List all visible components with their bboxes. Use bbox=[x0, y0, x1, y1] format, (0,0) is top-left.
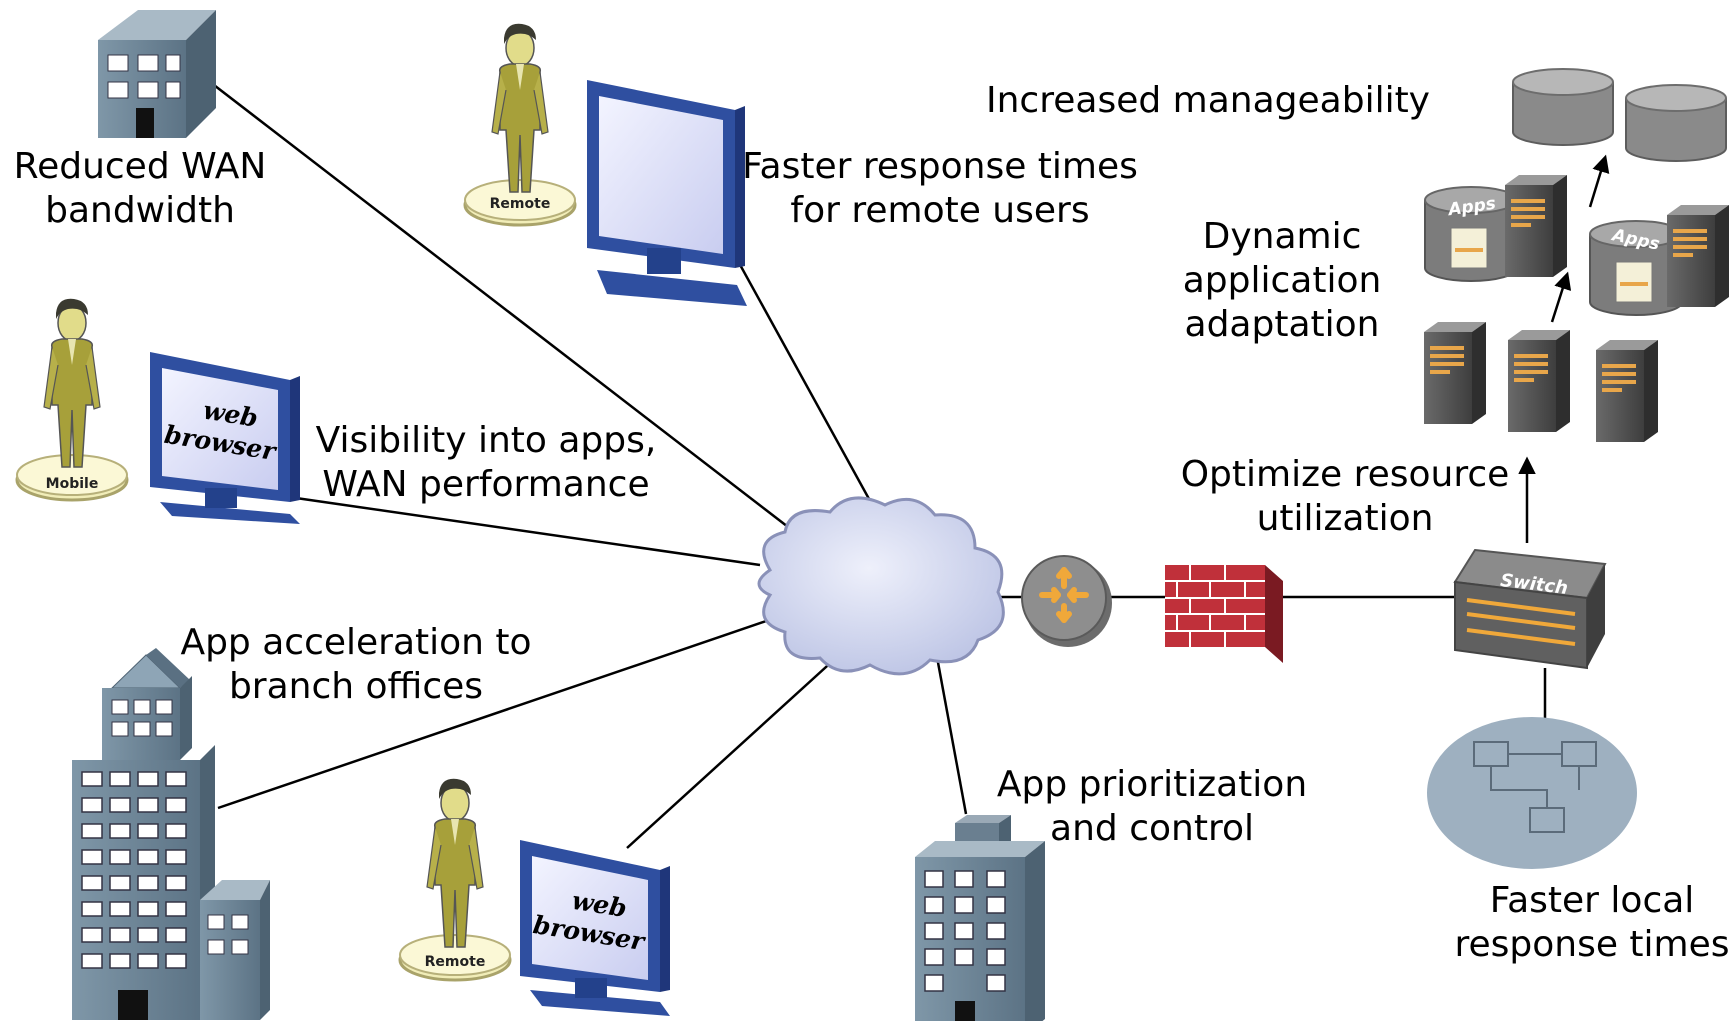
local-network-icon bbox=[1427, 717, 1637, 869]
server-icon-1 bbox=[1424, 322, 1486, 424]
label-app-prioritization-line2: and control bbox=[1050, 808, 1254, 849]
connection-lines bbox=[209, 81, 1610, 849]
switch-icon bbox=[1453, 548, 1607, 670]
label-app-acceleration-line1: App acceleration to bbox=[180, 622, 531, 663]
remote-user-bottom-icon bbox=[398, 777, 512, 982]
label-app-acceleration-line2: branch offices bbox=[229, 666, 483, 707]
label-faster-local-line1: Faster local bbox=[1490, 880, 1695, 921]
apps-server-icon-1 bbox=[1424, 186, 1518, 282]
link-hq bbox=[935, 656, 968, 815]
label-faster-remote-line2: for remote users bbox=[790, 190, 1089, 231]
firewall-icon bbox=[1165, 565, 1283, 663]
label-app-prioritization-line1: App prioritization bbox=[997, 764, 1307, 805]
internet-cloud-icon bbox=[757, 496, 1005, 676]
monitor-top-icon bbox=[587, 80, 747, 306]
database-icon-1 bbox=[1512, 68, 1614, 146]
link-mobile bbox=[295, 496, 761, 567]
apps-server-tower-2 bbox=[1667, 205, 1729, 307]
remote-badge-bottom: Remote bbox=[425, 954, 486, 970]
label-optimize-line2: utilization bbox=[1257, 498, 1434, 539]
label-reduced-wan-line1: Reduced WAN bbox=[14, 146, 267, 187]
server-icon-3 bbox=[1596, 340, 1658, 442]
link-branch bbox=[217, 615, 779, 810]
remote-user-top-icon bbox=[463, 22, 577, 227]
label-visibility-line1: Visibility into apps, bbox=[316, 420, 657, 461]
mobile-user-icon bbox=[15, 297, 129, 502]
label-visibility-line2: WAN performance bbox=[322, 464, 649, 505]
branch-building-icon bbox=[915, 815, 1045, 1021]
label-dynamic-app-line3: adaptation bbox=[1185, 304, 1380, 345]
database-icon-2 bbox=[1625, 84, 1727, 162]
router-icon bbox=[1021, 555, 1112, 647]
remote-badge-top: Remote bbox=[490, 196, 551, 212]
label-faster-remote-line1: Faster response times bbox=[742, 146, 1138, 187]
label-increased-manageability: Increased manageability bbox=[986, 80, 1430, 121]
label-faster-local-line2: response times bbox=[1454, 924, 1729, 965]
apps-server-tower-1 bbox=[1505, 175, 1567, 277]
link-reduced-wan bbox=[209, 81, 806, 541]
monitor-left-icon bbox=[150, 352, 300, 524]
monitor-bottom-icon bbox=[520, 840, 670, 1016]
arrow-apps-db bbox=[1588, 154, 1610, 208]
link-remote-bottom bbox=[626, 646, 849, 849]
link-remote-top bbox=[720, 231, 887, 529]
label-reduced-wan-line2: bandwidth bbox=[45, 190, 235, 231]
label-dynamic-app-line2: application bbox=[1183, 260, 1382, 301]
mobile-badge: Mobile bbox=[46, 476, 99, 492]
headquarters-building-icon bbox=[72, 648, 270, 1020]
server-icon-2 bbox=[1508, 330, 1570, 432]
label-dynamic-app-line1: Dynamic bbox=[1203, 216, 1362, 257]
arrow-servers-apps bbox=[1550, 271, 1572, 323]
label-optimize-line1: Optimize resource bbox=[1181, 454, 1510, 495]
small-building-icon bbox=[98, 10, 216, 138]
